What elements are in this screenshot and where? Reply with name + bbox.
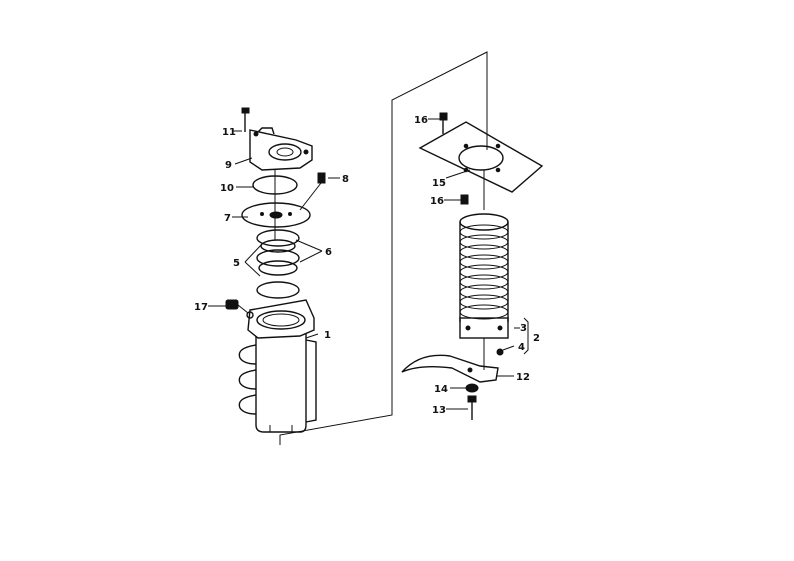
bolt-8-icon (299, 172, 340, 211)
left-assembly (208, 107, 340, 433)
callout-17: 17 (194, 302, 208, 313)
main-housing-1-icon (238, 299, 317, 433)
washer-14-icon (450, 383, 479, 393)
ribbed-cylinder-3-icon (459, 213, 509, 339)
callout-3: 3 (520, 323, 527, 334)
assembly-divider-line (279, 51, 488, 445)
bracket-12-icon (401, 354, 514, 383)
cover-housing-9-icon (249, 127, 313, 171)
right-assembly (401, 112, 544, 420)
callout-14: 14 (434, 384, 448, 395)
sensor-17-icon (208, 299, 254, 319)
callout-4: 4 (518, 342, 525, 353)
callout-10: 10 (220, 183, 234, 194)
callout-15: 15 (432, 178, 446, 189)
bolt-16-top-icon (428, 112, 448, 134)
callout-7: 7 (224, 213, 231, 224)
ring-stack-5-6-icon (256, 229, 300, 299)
callout-8: 8 (342, 174, 349, 185)
callout-12: 12 (516, 372, 530, 383)
callout-2: 2 (533, 333, 540, 344)
bolt-16-lower-icon (444, 194, 469, 205)
callout-11: 11 (222, 127, 236, 138)
mounting-plate-15-icon (418, 121, 544, 193)
callout-16-top: 16 (414, 115, 428, 126)
plug-4-icon (496, 345, 515, 356)
callout-9: 9 (225, 160, 232, 171)
bolt-11-icon (241, 107, 250, 132)
plate-7-icon (241, 202, 311, 228)
o-ring-10-icon (252, 175, 298, 195)
callout-16-lower: 16 (430, 196, 444, 207)
bolt-13-icon (446, 395, 477, 420)
callout-6: 6 (325, 247, 332, 258)
callout-13: 13 (432, 405, 446, 416)
callout-1: 1 (324, 330, 331, 341)
callout-5: 5 (233, 258, 240, 269)
